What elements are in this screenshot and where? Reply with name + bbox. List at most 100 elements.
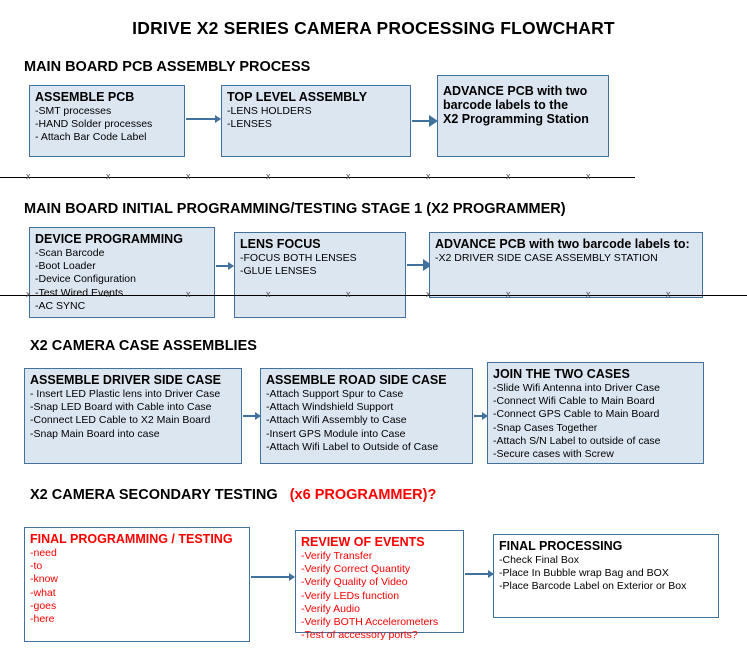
section-divider: [0, 177, 635, 178]
box-title: ASSEMBLE PCB: [35, 90, 135, 104]
box-line: -Connect Wifi Cable to Main Board: [493, 395, 655, 408]
box-line: -SMT processes: [35, 105, 112, 117]
box-lines: -FOCUS BOTH LENSES -GLUE LENSES: [240, 252, 405, 278]
box-line: - Insert LED Plastic lens into Driver Ca…: [30, 388, 221, 400]
box-title: FINAL PROGRAMMING / TESTING: [30, 532, 233, 546]
box-advance-pcb-to-x2-programming-station: ADVANCE PCB with two barcode labels to t…: [437, 75, 609, 157]
box-title: TOP LEVEL ASSEMBLY: [227, 90, 368, 104]
ruler-tick: x: [586, 289, 591, 299]
box-line: -Verify BOTH Accelerometers: [301, 616, 439, 629]
box-final-programming-testing: FINAL PROGRAMMING / TESTING -need -to -k…: [24, 527, 250, 642]
ruler-tick: x: [186, 171, 191, 181]
box-line: - Attach Bar Code Label: [35, 131, 147, 144]
arrow-review-to-final-processing: [465, 570, 494, 578]
ruler-tick: x: [346, 171, 351, 181]
ruler-tick: x: [506, 171, 511, 181]
box-line: -Test of accessory ports?: [301, 629, 418, 642]
ruler-tick: x: [426, 289, 431, 299]
box-line: -Verify LEDs function: [301, 589, 400, 602]
box-title: ASSEMBLE ROAD SIDE CASE: [266, 373, 447, 387]
box-title: LENS FOCUS: [240, 237, 321, 251]
box-assemble-road-side-case: ASSEMBLE ROAD SIDE CASE -Attach Support …: [260, 368, 473, 464]
box-final-processing: FINAL PROCESSING -Check Final Box -Place…: [493, 534, 719, 618]
box-line: -Boot Loader: [35, 260, 96, 273]
box-line: -need: [30, 547, 57, 559]
box-line: -Connect GPS Cable to Main Board: [493, 408, 660, 421]
section-heading-main-board-initial-programming: MAIN BOARD INITIAL PROGRAMMING/TESTING S…: [24, 201, 566, 217]
box-review-of-events: REVIEW OF EVENTS -Verify Transfer -Verif…: [295, 530, 464, 641]
box-title: ASSEMBLE DRIVER SIDE CASE: [30, 373, 222, 387]
box-line: -Place Barcode Label on Exterior or Box: [499, 580, 687, 593]
page-title: IDRIVE X2 SERIES CAMERA PROCESSING FLOWC…: [132, 18, 615, 38]
ruler-tick: x: [346, 289, 351, 299]
box-title: JOIN THE TWO CASES: [493, 367, 630, 381]
box-lens-focus: LENS FOCUS -FOCUS BOTH LENSES -GLUE LENS…: [234, 232, 406, 318]
box-line: -Attach Support Spur to Case: [266, 388, 404, 400]
box-lines: -Scan Barcode -Boot Loader -Device Confi…: [35, 247, 214, 313]
box-line: -HAND Solder processes: [35, 118, 153, 131]
box-join-the-two-cases: JOIN THE TWO CASES -Slide Wifi Antenna i…: [487, 362, 704, 464]
section-heading-x2-camera-secondary-testing: X2 CAMERA SECONDARY TESTING (x6 PROGRAMM…: [30, 487, 436, 503]
ruler-tick: x: [26, 289, 31, 299]
box-line: -Snap Cases Together: [493, 421, 598, 434]
box-line: -know: [30, 573, 59, 586]
box-title: FINAL PROCESSING: [499, 539, 623, 553]
box-lines: -Check Final Box -Place In Bubble wrap B…: [499, 554, 718, 594]
box-line: -AC SYNC: [35, 299, 86, 312]
section-heading-main-board-pcb-assembly: MAIN BOARD PCB ASSEMBLY PROCESS: [24, 59, 311, 75]
box-lines: -Verify Transfer -Verify Correct Quantit…: [301, 550, 463, 642]
box-line: -Connect LED Cable to X2 Main Board: [30, 414, 211, 427]
box-line: -Snap Main Board into case: [30, 427, 160, 440]
box-line: -Snap LED Board with Cable into Case: [30, 401, 212, 414]
box-assemble-pcb: ASSEMBLE PCB -SMT processes -HAND Solder…: [29, 85, 185, 157]
box-device-programming: DEVICE PROGRAMMING -Scan Barcode -Boot L…: [29, 227, 215, 318]
box-lines: -X2 DRIVER SIDE CASE ASSEMBLY STATION: [435, 252, 702, 265]
ruler-tick: x: [586, 171, 591, 181]
ruler-tick: x: [186, 289, 191, 299]
box-lines: -Slide Wifi Antenna into Driver Case -Co…: [493, 382, 703, 461]
box-lines: -need -to -know -what -goes -here: [30, 547, 249, 626]
ruler-tick: x: [506, 289, 511, 299]
box-line: -Verify Audio: [301, 602, 360, 615]
arrow-final-programming-to-review: [251, 573, 295, 581]
box-line: -Verify Transfer: [301, 550, 373, 562]
box-top-level-assembly: TOP LEVEL ASSEMBLY -LENS HOLDERS -LENSES: [221, 85, 411, 157]
box-line: -Attach Windshield Support: [266, 401, 394, 414]
arrow-assemble-pcb-to-top-level: [186, 115, 221, 123]
box-line: -Device Configuration: [35, 273, 136, 286]
box-title: DEVICE PROGRAMMING: [35, 232, 183, 246]
box-line: -Attach Wifi Label to Outside of Case: [266, 440, 439, 453]
box-line: -Secure cases with Screw: [493, 448, 614, 461]
arrow-road-case-to-join-cases: [474, 412, 488, 420]
ruler-tick: x: [426, 171, 431, 181]
section-heading-x2-camera-case-assemblies: X2 CAMERA CASE ASSEMBLIES: [30, 338, 257, 354]
arrow-driver-case-to-road-case: [243, 412, 261, 420]
box-lines: -LENS HOLDERS -LENSES: [227, 105, 410, 131]
box-line: -Insert GPS Module into Case: [266, 427, 406, 440]
box-lines: - Insert LED Plastic lens into Driver Ca…: [30, 388, 241, 441]
section-heading-suffix: (x6 PROGRAMMER)?: [289, 487, 437, 503]
box-line: -GLUE LENSES: [240, 265, 317, 278]
box-line: -Place In Bubble wrap Bag and BOX: [499, 567, 669, 580]
box-lines: -Attach Support Spur to Case -Attach Win…: [266, 388, 472, 454]
box-line: -LENSES: [227, 118, 272, 131]
box-line: -FOCUS BOTH LENSES: [240, 252, 357, 264]
box-line: -Slide Wifi Antenna into Driver Case: [493, 382, 660, 394]
ruler-tick: x: [266, 289, 271, 299]
box-line: -Verify Quality of Video: [301, 576, 408, 589]
box-assemble-driver-side-case: ASSEMBLE DRIVER SIDE CASE - Insert LED P…: [24, 368, 242, 464]
section-divider: [0, 295, 747, 296]
box-line: -here: [30, 613, 55, 626]
ruler-tick: x: [106, 171, 111, 181]
box-line: -to: [30, 560, 43, 573]
arrow-device-programming-to-lens-focus: [216, 262, 234, 270]
box-line: -LENS HOLDERS: [227, 105, 312, 117]
box-title: ADVANCE PCB with two barcode labels to:: [435, 237, 690, 251]
box-line: -what: [30, 586, 56, 599]
box-line: -goes: [30, 599, 57, 612]
box-title: ADVANCE PCB with two barcode labels to t…: [443, 84, 589, 126]
ruler-tick: x: [26, 171, 31, 181]
box-lines: -SMT processes -HAND Solder processes - …: [35, 105, 184, 145]
ruler-tick: x: [106, 289, 111, 299]
box-line: -Verify Correct Quantity: [301, 563, 411, 576]
